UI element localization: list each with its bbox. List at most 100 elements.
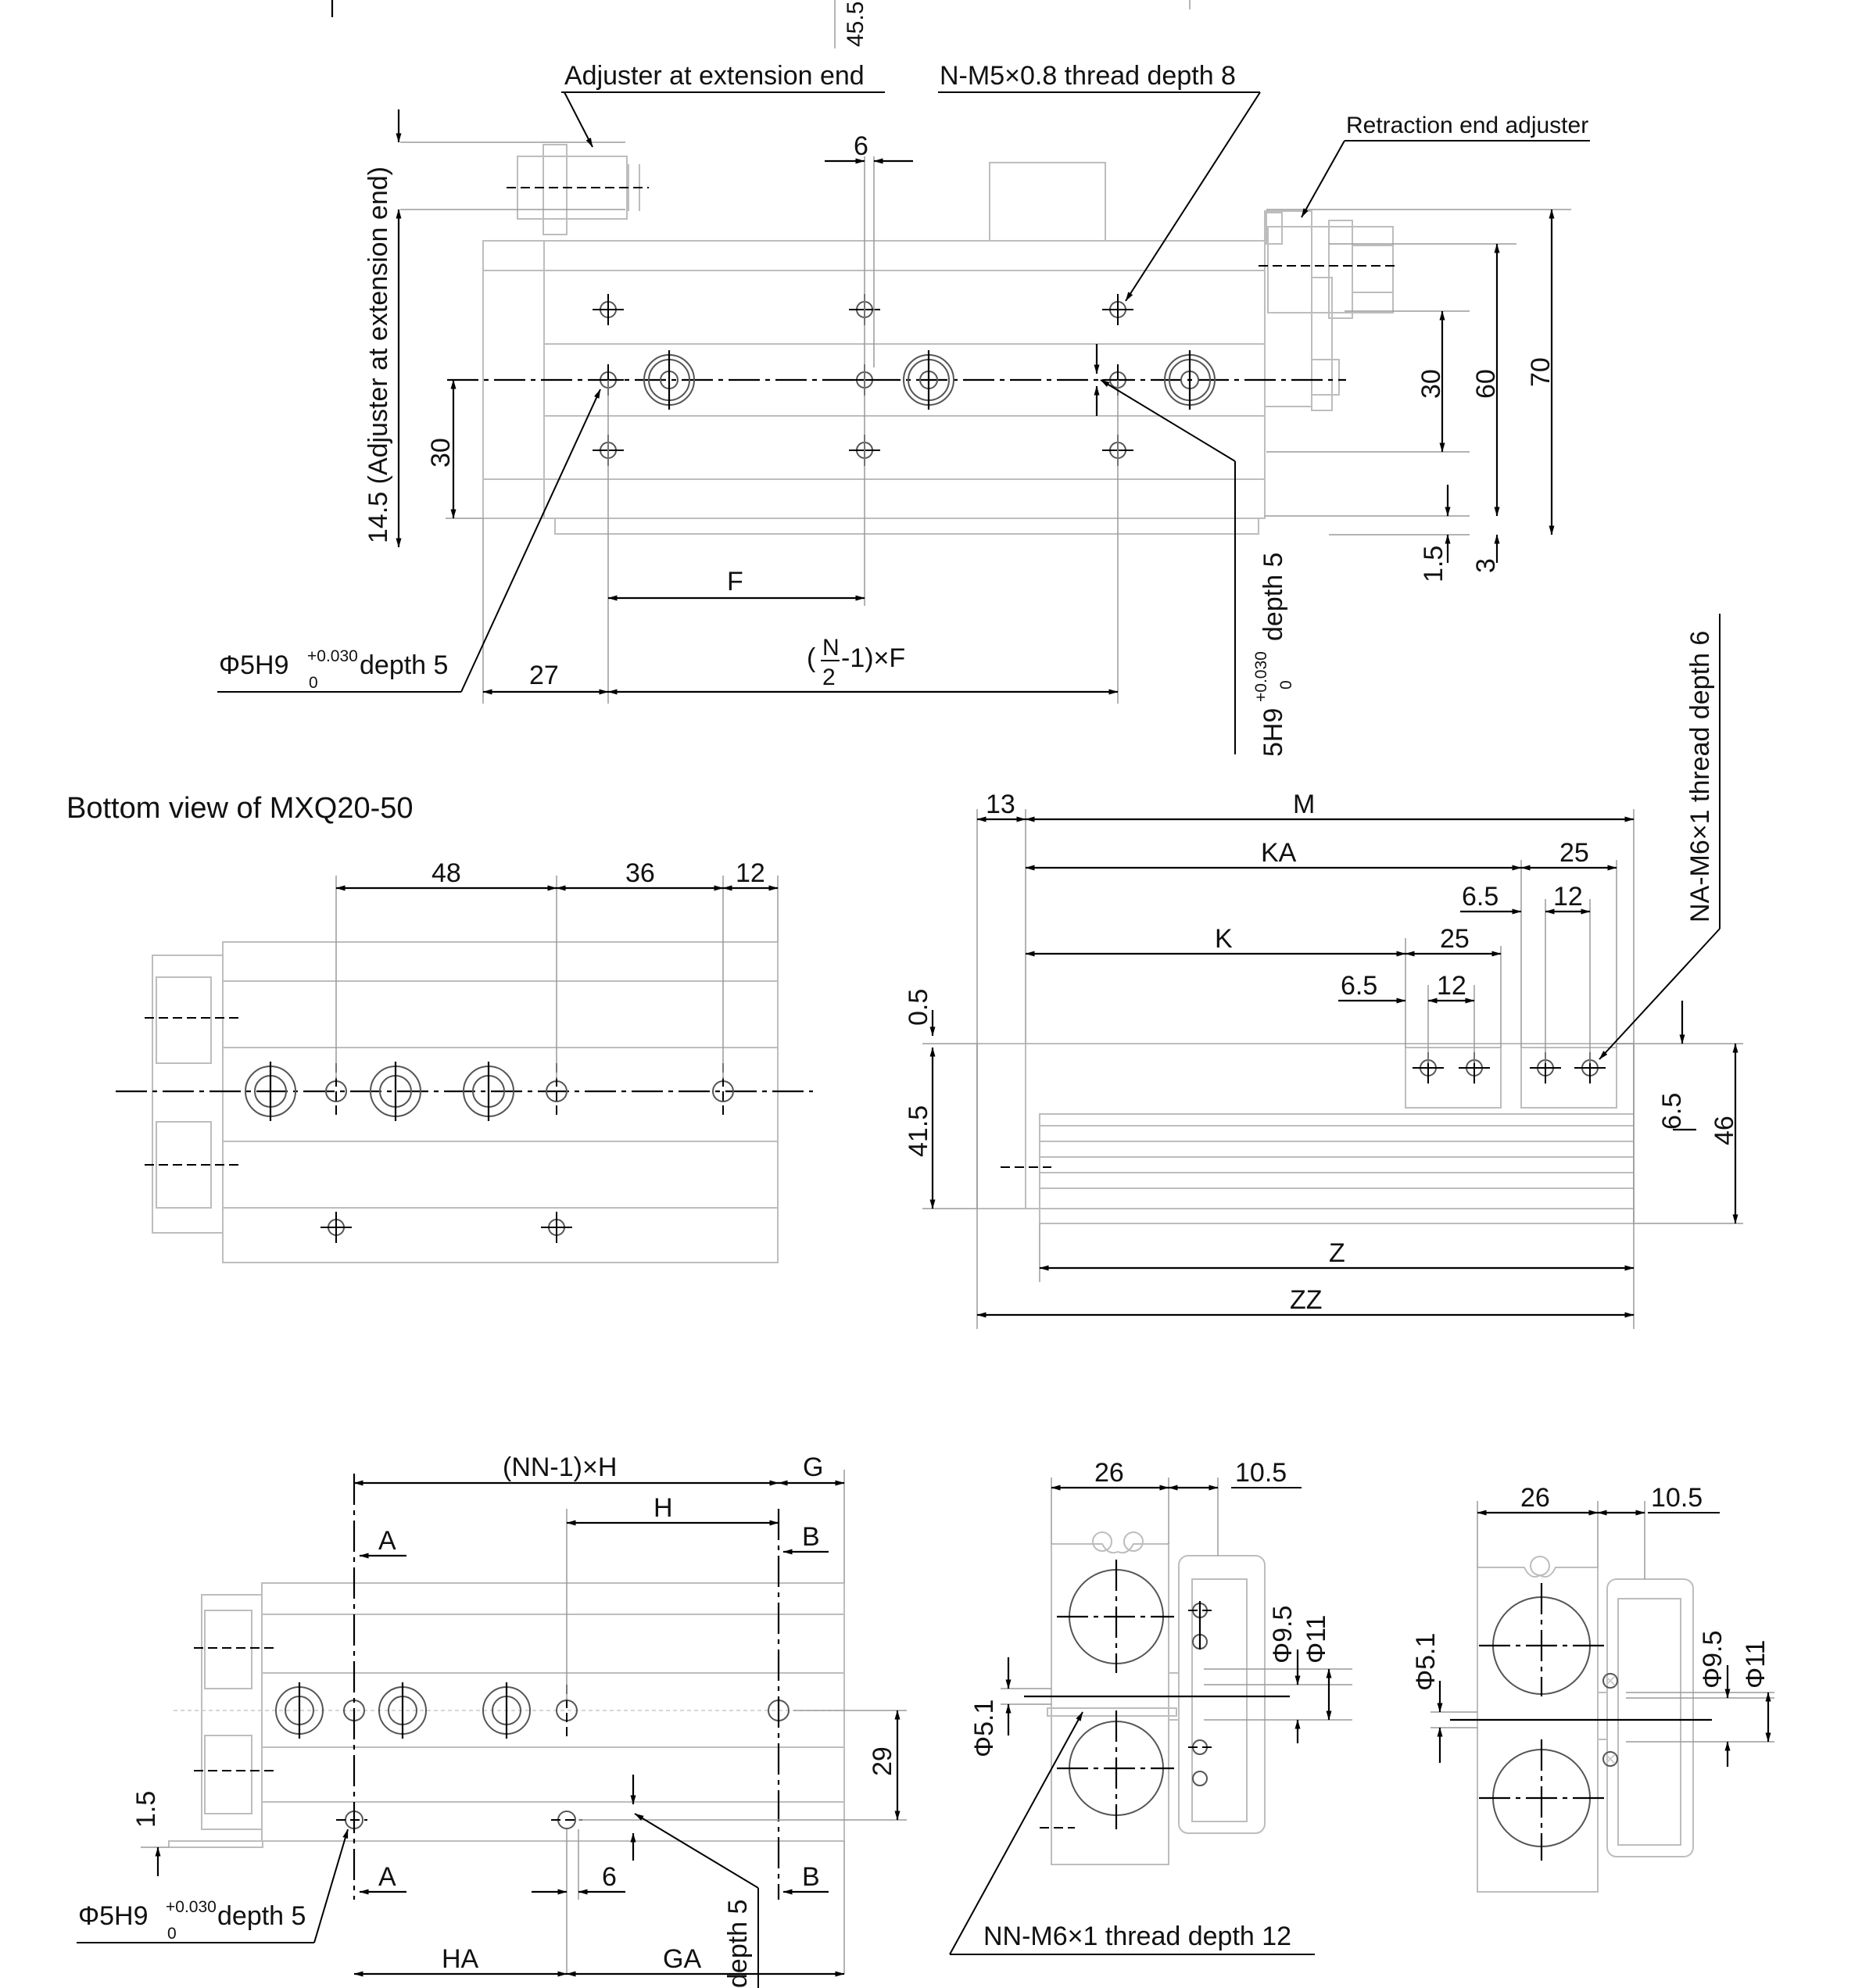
lower-view-body (168, 1582, 845, 1848)
hole-left-tol-top: +0.030 (307, 647, 358, 665)
side-view-body (976, 1043, 1635, 1224)
thread-nn-label: NN-M6×1 thread depth 12 (983, 1922, 1291, 1951)
dim-30-right: 30 (1416, 369, 1446, 399)
dim-f: F (727, 567, 743, 596)
dim-12-bottom: 12 (736, 858, 765, 888)
dim-48: 48 (431, 858, 461, 888)
hole-callout-lower: Φ5H9 +0.030 0 depth 5 (77, 1829, 349, 1943)
hole-vert-depth: depth 5 (1259, 553, 1288, 641)
lower-view-holes (275, 1682, 790, 1829)
bb-dim-phi-11: Φ11 (1741, 1640, 1771, 1689)
dim-30-left: 30 (426, 438, 456, 467)
aa-dim-phi-9-5: Φ9.5 (1268, 1606, 1298, 1664)
slide-table-body (482, 162, 1333, 535)
section-b-top: B (802, 1522, 820, 1552)
dim-m: M (1293, 790, 1315, 819)
dim-6-lower: 6 (602, 1862, 617, 1892)
extension-end-adjuster (507, 144, 649, 235)
depth-5-callout: depth 5 (634, 1813, 759, 1988)
dim-zz: ZZ (1290, 1285, 1323, 1315)
dim-ha: HA (442, 1944, 479, 1974)
label-adjuster-extension: Adjuster at extension end (564, 61, 865, 91)
retraction-end-adjuster (1259, 220, 1399, 396)
formula-rest: -1)×F (841, 643, 905, 673)
thread-nn-callout: NN-M6×1 thread depth 12 (949, 1711, 1315, 1955)
hole-lower-tol-bot: 0 (167, 1925, 177, 1943)
hole-left-depth: depth 5 (360, 650, 448, 680)
dim-6-5-right: 6.5 (1657, 1093, 1687, 1130)
dim-12-mid: 12 (1437, 971, 1466, 1001)
hole-lower-base: Φ5H9 (78, 1901, 149, 1931)
dim-ga: GA (663, 1944, 701, 1974)
dim-h: H (653, 1493, 673, 1523)
dim-41-5: 41.5 (904, 1105, 933, 1157)
bottom-view-body (145, 941, 779, 1263)
bottom-view-title: Bottom view of MXQ20-50 (66, 792, 414, 825)
lower-view-extensions (141, 1470, 907, 1974)
dim-70: 70 (1526, 357, 1556, 387)
section-bb-view: 26 10.5 Φ9.5 Φ11 Φ5.1 (1411, 1483, 1774, 1893)
bottom-view-extensions (335, 876, 779, 1079)
hole-callout-vertical: 5H9 +0.030 0 depth 5 (1094, 344, 1295, 757)
label-thread-n: N-M5×0.8 thread depth 8 (940, 61, 1236, 91)
dim-pitch-formula: ( N 2 -1)×F (807, 635, 905, 690)
hole-vert-tol-top: +0.030 (1252, 651, 1270, 702)
dim-6-top: 6 (854, 131, 868, 161)
aa-dim-phi-11: Φ11 (1302, 1615, 1331, 1664)
bottom-view-holes (245, 1062, 734, 1244)
bb-dim-10-5: 10.5 (1651, 1483, 1703, 1513)
section-aa-view: 26 10.5 Φ9.5 Φ11 Φ5.1 NN-M6×1 thread dep… (949, 1458, 1352, 1955)
lower-view: (NN-1)×H G H A B A B 29 1.5 6 HA GA dept… (77, 1452, 907, 1988)
mounting-bolts-top (643, 350, 1216, 410)
dim-k: K (1215, 924, 1233, 954)
dim-25-top: 25 (1559, 838, 1589, 868)
bb-dim-phi-9-5: Φ9.5 (1698, 1631, 1728, 1689)
top-view: 45.5 (217, 0, 1590, 757)
hole-callout-left: Φ5H9 +0.030 0 depth 5 (217, 389, 601, 693)
formula-open: ( (807, 643, 816, 673)
dim-27: 27 (529, 661, 559, 690)
dim-25-mid: 25 (1440, 924, 1470, 954)
dim-12-top: 12 (1553, 882, 1583, 912)
section-a-top: A (378, 1526, 396, 1556)
section-a-bottom: A (378, 1862, 396, 1892)
aa-dim-phi-5-1: Φ5.1 (969, 1700, 999, 1757)
side-view-holes (1412, 1051, 1606, 1084)
dim-14-5-adjuster: 14.5 (Adjuster at extension end) (363, 167, 393, 543)
dim-45-5: 45.5 (843, 2, 868, 47)
dim-1-5-lower: 1.5 (131, 1791, 161, 1828)
dim-46: 46 (1710, 1116, 1739, 1145)
hole-lower-tol-top: +0.030 (166, 1898, 217, 1916)
bb-dim-26: 26 (1520, 1483, 1550, 1513)
section-aa-body (1047, 1531, 1266, 1865)
section-bb-body (1477, 1556, 1694, 1893)
bottom-view: Bottom view of MXQ20-50 (66, 792, 813, 1263)
dim-nn-h: (NN-1)×H (503, 1452, 617, 1482)
dim-3-top: 3 (1471, 558, 1501, 573)
dim-ka: KA (1261, 838, 1297, 868)
dim-60: 60 (1471, 369, 1501, 399)
thread-na-callout: NA-M6×1 thread depth 6 (1599, 614, 1721, 1060)
dim-13: 13 (986, 790, 1015, 819)
dim-0-5: 0.5 (904, 989, 933, 1026)
label-retraction-adjuster: Retraction end adjuster (1346, 113, 1588, 138)
aa-dim-26: 26 (1094, 1458, 1124, 1488)
aa-dim-10-5: 10.5 (1235, 1458, 1287, 1488)
section-b-bottom: B (802, 1862, 820, 1892)
dim-z: Z (1329, 1238, 1345, 1268)
formula-numerator: N (822, 635, 840, 661)
dim-36: 36 (625, 858, 655, 888)
side-view-extensions (922, 809, 1743, 1329)
dim-6-5-mid: 6.5 (1341, 971, 1377, 1001)
hole-left-tol-bot: 0 (309, 674, 318, 692)
top-cut-remnants: 45.5 (331, 0, 1191, 48)
bb-dim-phi-5-1: Φ5.1 (1411, 1633, 1441, 1691)
hole-left-base: Φ5H9 (219, 650, 289, 680)
dim-1-5-top: 1.5 (1419, 546, 1448, 582)
top-extension-lines (400, 141, 1571, 704)
formula-denominator: 2 (822, 664, 836, 690)
thread-na-label: NA-M6×1 thread depth 6 (1685, 631, 1715, 922)
side-view: 13 M KA 25 6.5 12 K 25 6.5 12 0.5 41.5 6… (904, 614, 1743, 1329)
dim-g: G (803, 1452, 823, 1482)
